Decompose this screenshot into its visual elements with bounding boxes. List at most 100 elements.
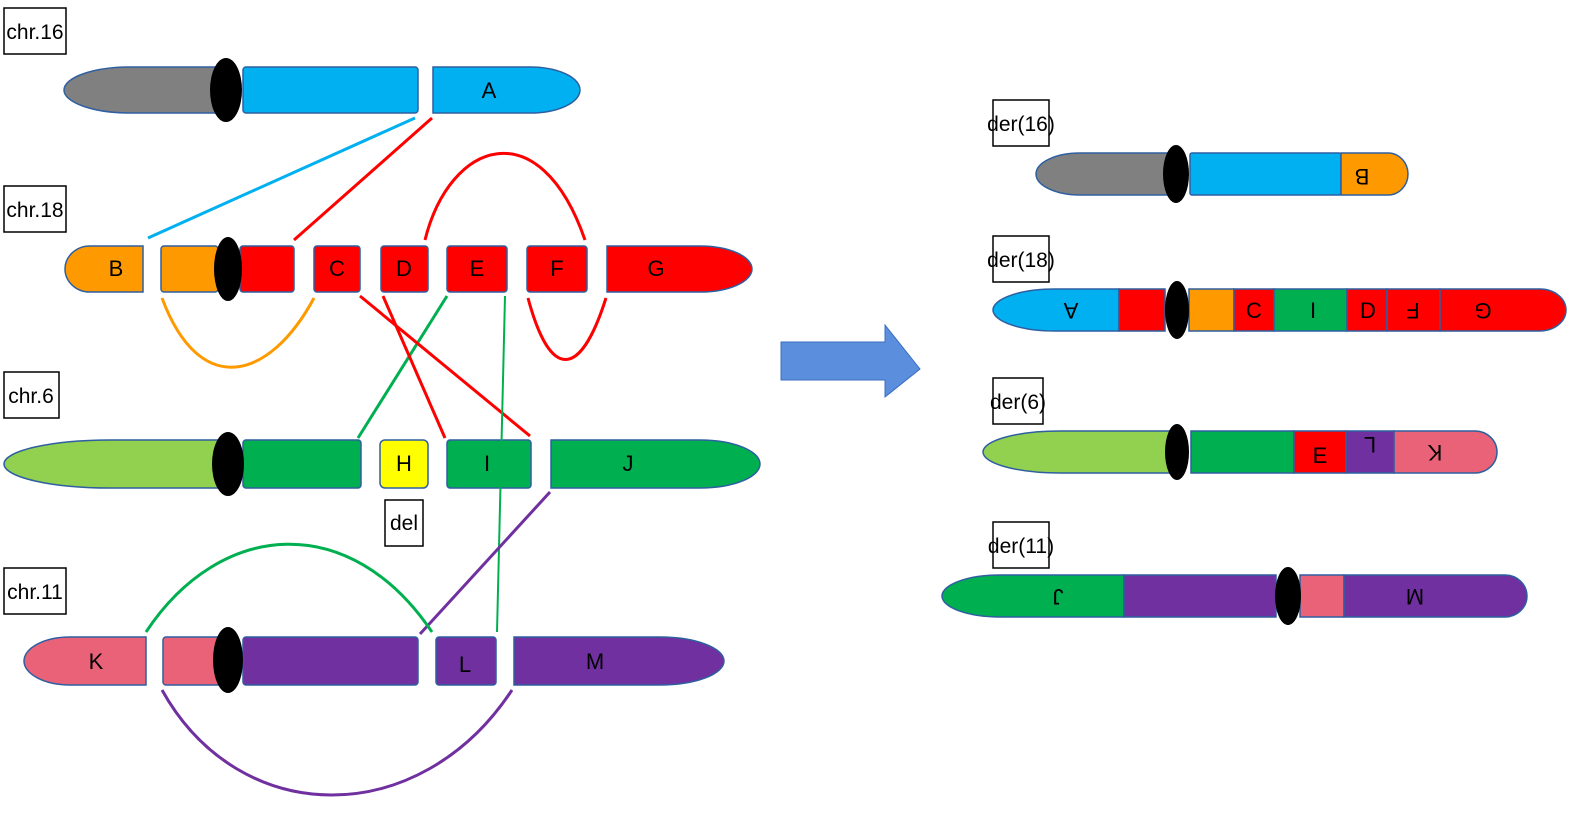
der11-label: der(11) bbox=[988, 535, 1054, 558]
chr11-segment-m bbox=[513, 636, 725, 686]
chr6-segment-j-label: J bbox=[623, 451, 634, 476]
chr18-segment-g-label: G bbox=[647, 256, 664, 281]
der6-segment-k-label: K bbox=[1427, 440, 1442, 465]
chr16-label-box bbox=[3, 7, 67, 55]
chr11-centromere bbox=[213, 627, 243, 693]
der11-segment-j-label: J bbox=[1053, 584, 1064, 609]
der16-segment-b bbox=[1340, 152, 1409, 196]
der6-label-box bbox=[992, 377, 1044, 425]
der11-segment-m-label: M bbox=[1406, 584, 1424, 609]
deletion-label-box bbox=[384, 499, 424, 547]
chr16-segment-a bbox=[432, 66, 581, 114]
der18-red-segment bbox=[1118, 288, 1166, 332]
right-arrow-icon bbox=[780, 323, 921, 399]
der16-label: der(16) bbox=[987, 113, 1055, 136]
chr18-centromere bbox=[214, 237, 242, 301]
chr18-red-segment bbox=[239, 245, 295, 293]
der18-segment-d bbox=[1346, 288, 1388, 332]
rearrangement-connectors bbox=[144, 116, 608, 797]
chr6-segment-h-label: H bbox=[396, 451, 412, 476]
der11: der(11) J M bbox=[941, 521, 1528, 625]
der18-centromere bbox=[1165, 281, 1189, 339]
chr18: chr.18 B C D E F G bbox=[3, 185, 753, 301]
chr18-segment-g bbox=[606, 245, 753, 293]
chr11-segment-k bbox=[23, 636, 147, 686]
chr18-segment-d bbox=[380, 245, 429, 293]
chr16-segment-a-label: A bbox=[482, 78, 497, 103]
chr16-blue-segment bbox=[242, 66, 419, 114]
chr6-label: chr.6 bbox=[8, 385, 54, 408]
chr11: chr.11 K L M bbox=[3, 567, 725, 693]
der18-label-box bbox=[992, 235, 1050, 283]
chr16: chr.16 A bbox=[3, 7, 581, 122]
der6-segment-e-label: E bbox=[1313, 443, 1328, 468]
chr6-label-box bbox=[3, 371, 60, 419]
der16-p-arm bbox=[1035, 152, 1177, 196]
chr18-segment-b bbox=[64, 245, 144, 293]
der18-segment-g-label: G bbox=[1474, 298, 1491, 323]
connector-purple-arc-k-m bbox=[160, 689, 514, 797]
chr18-label: chr.18 bbox=[6, 199, 63, 222]
chr16-label: chr.16 bbox=[6, 21, 63, 44]
connector-green-e-chr6 bbox=[356, 295, 449, 439]
der11-centromere bbox=[1275, 567, 1301, 625]
der11-label-box bbox=[992, 521, 1050, 569]
chr18-segment-e bbox=[446, 245, 508, 293]
der18-segment-d-label: D bbox=[1360, 298, 1376, 323]
chr18-segment-f bbox=[526, 245, 588, 293]
chr6-segment-i bbox=[446, 439, 532, 489]
chr6-green-segment bbox=[242, 439, 362, 489]
connector-red-a-c bbox=[293, 116, 433, 242]
der6-segment-l-label: L bbox=[1364, 432, 1376, 457]
chr6: chr.6 H I J del bbox=[3, 371, 761, 547]
der16-centromere bbox=[1163, 145, 1189, 203]
der18-label: der(18) bbox=[987, 249, 1055, 272]
der18-segment-c bbox=[1233, 288, 1275, 332]
der18-segment-i bbox=[1273, 288, 1348, 332]
chr11-purple-segment bbox=[242, 636, 419, 686]
chr6-segment-h bbox=[379, 439, 429, 489]
der6-label: der(6) bbox=[990, 391, 1046, 414]
connector-green-e-l bbox=[496, 295, 506, 633]
connector-red-arc-f-g bbox=[526, 297, 608, 361]
der18-segment-i-label: I bbox=[1310, 298, 1316, 323]
chr6-p-arm bbox=[3, 439, 229, 489]
der11-segment-j bbox=[941, 574, 1125, 618]
der18-segment-a-label: A bbox=[1063, 298, 1078, 323]
chr11-label-box bbox=[3, 567, 67, 615]
chr11-label: chr.11 bbox=[7, 581, 63, 604]
connector-orange-arc bbox=[160, 297, 316, 369]
connector-red-d-i bbox=[381, 295, 447, 439]
chr18-segment-f-label: F bbox=[550, 256, 563, 281]
der6-centromere bbox=[1165, 424, 1189, 480]
der18-segment-a bbox=[992, 288, 1120, 332]
der6-green-segment bbox=[1190, 430, 1295, 474]
der16-segment-b-label: B bbox=[1355, 164, 1370, 189]
chr16-centromere bbox=[210, 58, 242, 122]
chr11-pink-segment bbox=[162, 636, 222, 686]
der18: der(18) A C I D F G bbox=[987, 235, 1567, 339]
der18-segment-c-label: C bbox=[1246, 298, 1262, 323]
der11-purple-segment bbox=[1123, 574, 1277, 618]
chr6-segment-i-label: I bbox=[484, 451, 490, 476]
chr18-label-box bbox=[3, 185, 67, 233]
der6-p-arm bbox=[982, 430, 1177, 474]
der16: der(16) B bbox=[987, 99, 1409, 203]
chr18-orange-segment bbox=[160, 245, 219, 293]
chr11-segment-l-label: L bbox=[459, 652, 471, 677]
chr18-segment-d-label: D bbox=[396, 256, 412, 281]
der18-orange-segment bbox=[1188, 288, 1235, 332]
chr16-p-arm bbox=[63, 66, 229, 114]
chr18-segment-c bbox=[313, 245, 361, 293]
der11-segment-m bbox=[1343, 574, 1528, 618]
der6-segment-e bbox=[1293, 430, 1347, 474]
connector-red-arc-d-f bbox=[423, 151, 587, 241]
der6: der(6) E L K bbox=[982, 377, 1498, 480]
chr6-centromere bbox=[212, 432, 244, 496]
der11-pink-segment bbox=[1299, 574, 1345, 618]
chr18-segment-c-label: C bbox=[329, 256, 345, 281]
connector-blue-a-b bbox=[147, 116, 416, 240]
der16-blue-segment bbox=[1189, 152, 1342, 196]
der18-segment-f-label: F bbox=[1406, 298, 1419, 323]
